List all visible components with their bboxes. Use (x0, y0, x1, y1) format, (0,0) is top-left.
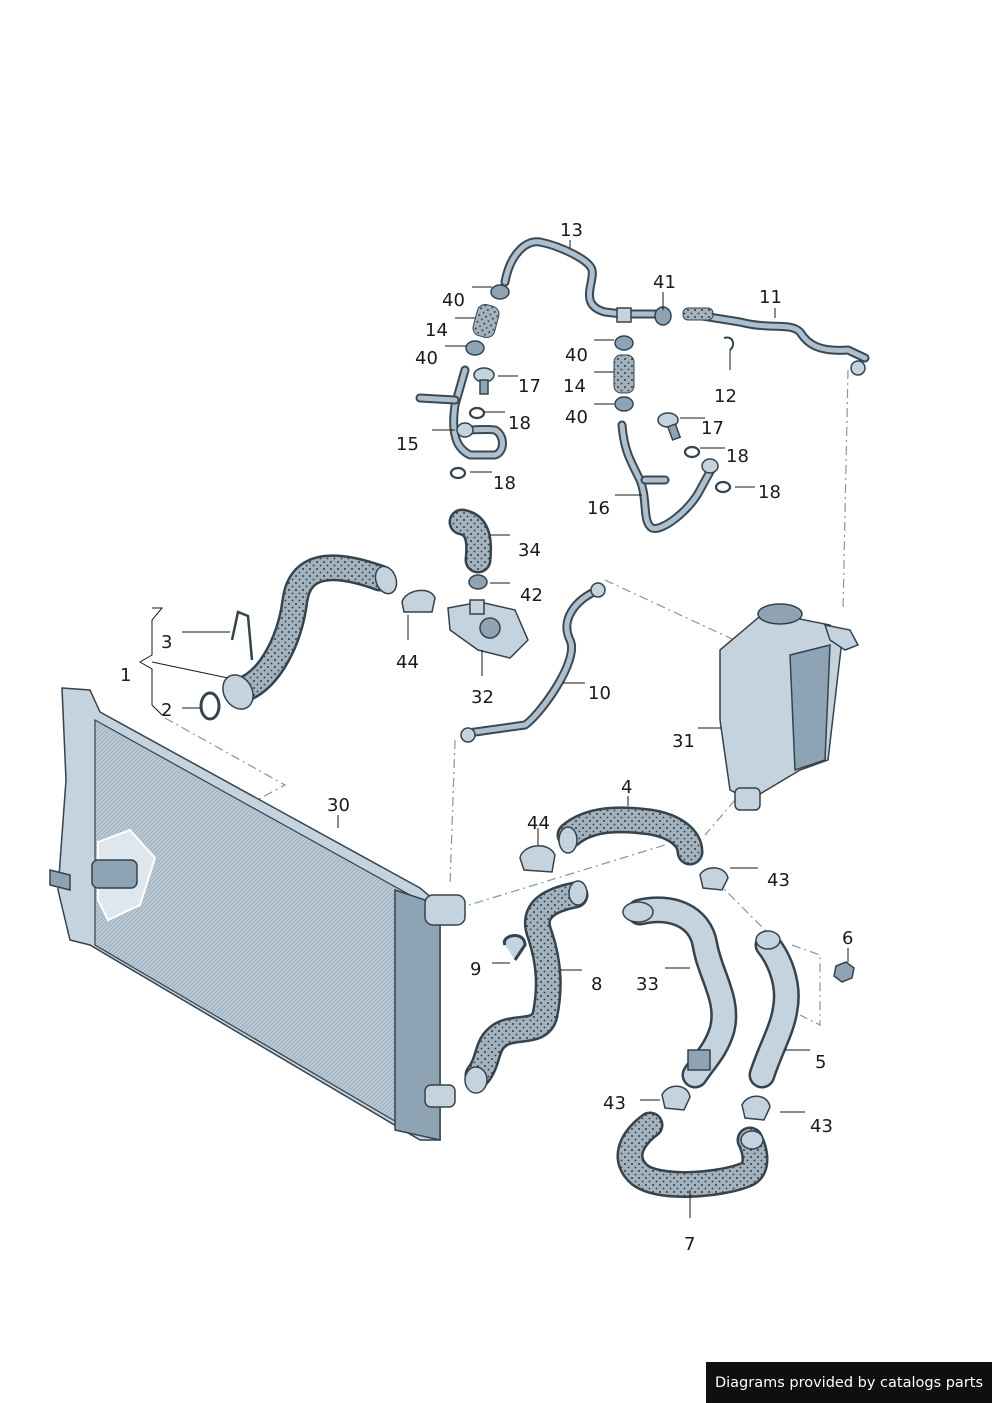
callout-14-right: 14 (563, 376, 586, 397)
hose-4 (556, 806, 704, 866)
callout-16: 16 (587, 498, 610, 519)
callout-6: 6 (842, 928, 853, 949)
callout-4: 4 (621, 777, 632, 798)
hose-7 (616, 1111, 769, 1198)
short-hose (448, 508, 493, 574)
leader-lines (139, 240, 849, 1218)
callout-10: 10 (588, 683, 611, 704)
callout-8: 8 (591, 974, 602, 995)
callout-11: 11 (759, 287, 782, 308)
callout-33: 33 (636, 974, 659, 995)
callout-14-left: 14 (425, 320, 448, 341)
callout-18-c: 18 (726, 446, 749, 467)
o-ring (199, 691, 221, 721)
callout-12: 12 (714, 386, 737, 407)
callout-7: 7 (684, 1234, 695, 1255)
callout-43-a: 43 (767, 870, 790, 891)
callout-44-b: 44 (527, 813, 550, 834)
hose-14-right (613, 354, 635, 394)
clamp-42 (468, 574, 488, 590)
callout-18-d: 18 (758, 482, 781, 503)
clamps-40 (465, 284, 735, 412)
callout-15: 15 (396, 434, 419, 455)
callout-3: 3 (161, 632, 172, 653)
thermostat-housing (447, 599, 529, 659)
callout-18-b: 18 (493, 473, 516, 494)
callout-17-right: 17 (701, 418, 724, 439)
callout-44-a: 44 (396, 652, 419, 673)
attribution-badge: Diagrams provided by catalogs parts (706, 1362, 992, 1403)
callout-5: 5 (815, 1052, 826, 1073)
callout-18-a: 18 (508, 413, 531, 434)
callout-32: 32 (471, 687, 494, 708)
bolts-17 (473, 367, 682, 441)
attribution-text: Diagrams provided by catalogs parts (714, 1374, 984, 1391)
callout-31: 31 (672, 731, 695, 752)
callout-labels: 1 2 3 4 5 6 7 8 9 10 11 12 13 14 14 15 1… (120, 220, 853, 1255)
clamp-44-upper (401, 589, 436, 613)
coolant-pipe-16 (617, 420, 719, 533)
coolant-pipe-33 (622, 896, 738, 1089)
callout-17-left: 17 (518, 376, 541, 397)
seals-18 (449, 406, 732, 494)
callout-42: 42 (520, 585, 543, 606)
hose-8 (464, 880, 589, 1094)
callout-40-b: 40 (415, 348, 438, 369)
radiator (49, 687, 466, 1141)
coolant-pipe-10 (460, 582, 606, 743)
clamps-43 (661, 867, 771, 1121)
callout-1: 1 (120, 665, 131, 686)
nut-6 (833, 961, 855, 983)
tee-connector (616, 307, 632, 323)
callout-2: 2 (161, 700, 172, 721)
coolant-pipe-5 (748, 930, 800, 1089)
clamp-44-lower (519, 845, 556, 873)
callout-40-a: 40 (442, 290, 465, 311)
callout-43-c: 43 (810, 1116, 833, 1137)
expansion-tank (719, 603, 860, 811)
coolant-pipe-15 (415, 365, 507, 460)
callout-13: 13 (560, 220, 583, 241)
callout-40-c: 40 (565, 345, 588, 366)
hose-clip-9 (502, 934, 527, 961)
callout-30: 30 (327, 795, 350, 816)
callout-34: 34 (518, 540, 541, 561)
callout-41: 41 (653, 272, 676, 293)
bracket (230, 610, 254, 661)
breather-pipe-13 (500, 237, 627, 319)
callout-43-b: 43 (603, 1093, 626, 1114)
hose-14-left (472, 303, 500, 339)
callout-40-d: 40 (565, 407, 588, 428)
upper-hose (222, 554, 398, 710)
callout-9: 9 (470, 959, 481, 980)
